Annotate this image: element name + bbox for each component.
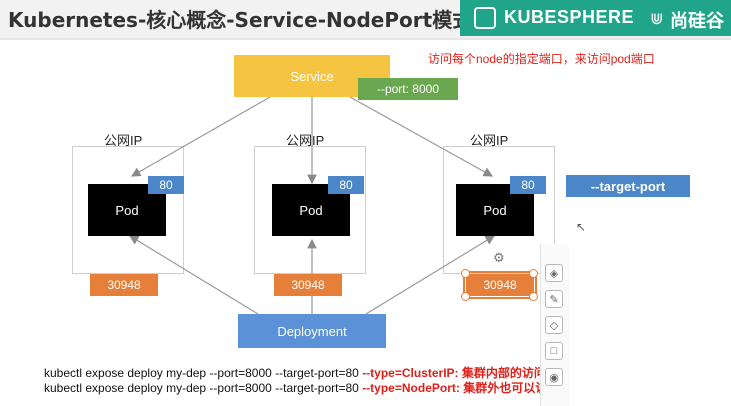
lock-icon[interactable]: ◉ [545,368,563,386]
command-text-2: kubectl expose deploy my-dep --port=8000… [44,381,359,395]
slide-title: Kubernetes-核心概念-Service-NodePort模式 [8,8,473,32]
layers-icon[interactable]: ◈ [545,264,563,282]
command-line-2: kubectl expose deploy my-dep --port=8000… [44,379,559,396]
command-note-1: 集群内部的访问 [461,366,546,380]
node-label-1: 公网IP [104,133,143,148]
brand-banner: KUBESPHERE ⋓ 尚硅谷 [460,0,731,36]
pod-1: Pod [88,184,166,236]
eraser-icon[interactable]: ◇ [545,316,563,334]
partner-logo-icon: ⋓ [650,11,664,28]
deployment-box: Deployment [238,314,386,348]
node-port-2: 30948 [274,274,342,296]
resize-handle-nw[interactable] [461,269,470,278]
node-port-3[interactable]: 30948 [463,271,537,299]
node-label-2: 公网IP [286,133,325,148]
square-icon[interactable]: □ [545,342,563,360]
command-type-1: --type=ClusterIP: [362,366,459,380]
node-port-1: 30948 [90,274,158,296]
brand-name: KUBESPHERE [504,7,635,27]
pod-port-1: 80 [148,176,184,194]
pod-port-3: 80 [510,176,546,194]
arrow-service-pod3 [349,96,494,177]
arrow-deploy-pod1 [128,235,259,315]
command-note-2: 集群外也可以访问 [463,381,560,395]
pod-port-2: 80 [328,176,364,194]
pen-icon[interactable]: ✎ [545,290,563,308]
header-divider [0,38,731,40]
command-type-2: --type=NodePort: [362,381,460,395]
node-label-3: 公网IP [470,133,509,148]
resize-handle-ne[interactable] [529,269,538,278]
nodeport-annotation: 访问每个node的指定端口，来访问pod端口 [428,52,655,66]
resize-handle-se[interactable] [529,292,538,301]
resize-handle-sw[interactable] [461,292,470,301]
command-line-1: kubectl expose deploy my-dep --port=8000… [44,364,546,381]
kubesphere-logo-icon [474,7,496,29]
target-port-label: --target-port [566,175,690,197]
annotation-toolbar: ◈ ✎ ◇ □ ◉ [540,244,569,406]
partner-name: 尚硅谷 [670,11,724,31]
mouse-cursor-icon: ↖ [576,220,587,234]
command-text-1: kubectl expose deploy my-dep --port=8000… [44,366,359,380]
rotate-handle-icon[interactable]: ⚙ [493,250,505,265]
arrow-deploy-pod3 [365,235,496,315]
arrow-service-pod1 [130,96,271,177]
service-port-badge: --port: 8000 [358,78,458,100]
